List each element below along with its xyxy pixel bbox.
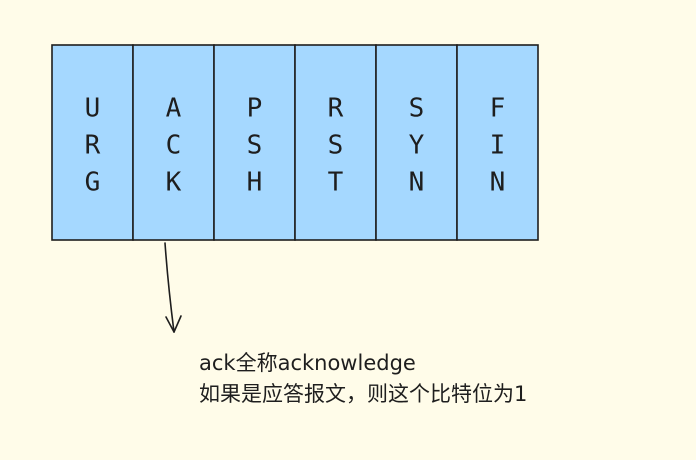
- flag-letter-psh-2: S: [247, 131, 263, 161]
- annotation-line-1: ack全称acknowledge: [199, 351, 416, 375]
- flag-cell-urg: [51, 44, 134, 241]
- flag-letter-fin-1: F: [490, 94, 506, 124]
- flag-letter-psh-3: H: [247, 168, 263, 198]
- ack-annotation: ack全称acknowledge 如果是应答报文，则这个比特位为1: [199, 348, 527, 410]
- flag-letter-rst-1: R: [328, 94, 344, 124]
- flag-letter-urg-3: G: [85, 168, 101, 198]
- flag-letter-syn-3: N: [409, 168, 425, 198]
- flag-letter-syn-2: Y: [409, 131, 425, 161]
- flag-cell-psh: [213, 44, 296, 241]
- arrow-to-annotation: [164, 242, 182, 333]
- flag-letter-psh-1: P: [247, 94, 263, 124]
- flag-cell-rst: [294, 44, 377, 241]
- flag-letter-rst-2: S: [328, 131, 344, 161]
- flag-letter-ack-3: K: [166, 168, 182, 198]
- flag-letter-fin-2: I: [490, 131, 506, 161]
- flag-cell-fin: [456, 44, 539, 241]
- flag-letter-urg-2: R: [85, 131, 101, 161]
- flag-letter-ack-2: C: [166, 131, 182, 161]
- flag-letter-syn-1: S: [409, 94, 425, 124]
- flag-letter-ack-1: A: [166, 94, 182, 124]
- flag-letter-urg-1: U: [85, 94, 101, 124]
- flag-cell-ack: [132, 44, 215, 241]
- flag-letter-fin-3: N: [490, 168, 506, 198]
- annotation-line-2: 如果是应答报文，则这个比特位为1: [199, 382, 528, 406]
- flag-letter-rst-3: T: [328, 168, 344, 198]
